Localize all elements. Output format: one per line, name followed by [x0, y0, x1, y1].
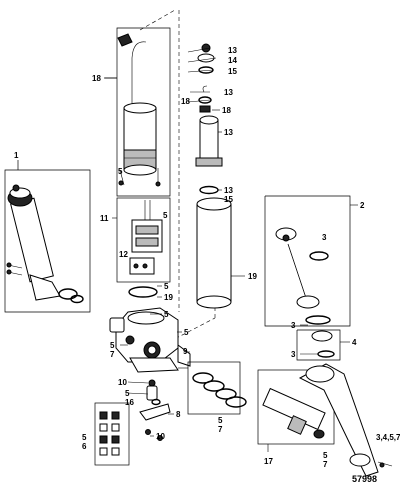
callout-19-ring: 19	[164, 293, 173, 302]
trim-cylinder-icon	[6, 184, 84, 304]
callout-3-ring: 3	[322, 233, 327, 242]
group-box-2	[264, 195, 358, 327]
callout-15-top: 15	[228, 67, 237, 76]
callout-13-lower: 13	[224, 186, 233, 195]
callout-5-manifold-top: 5	[164, 310, 169, 319]
callout-line: 16	[125, 398, 134, 407]
reservoir-icon	[196, 197, 232, 309]
callout-line: 7	[323, 460, 328, 469]
callout-3-4-5-7: 3,4,5,7	[376, 433, 400, 442]
callout-10-lower: 10	[156, 432, 165, 441]
callout-14: 14	[228, 56, 237, 65]
callout-19-reservoir: 19	[248, 272, 257, 281]
manifold-icon	[109, 286, 191, 373]
callout-line: 6	[82, 442, 87, 451]
group-box-4	[296, 329, 341, 361]
tilt-cylinder-icon	[262, 387, 326, 439]
callout-3-lower: 3	[291, 350, 296, 359]
callout-13-cap: 13	[228, 46, 237, 55]
callout-5-base: 5	[164, 282, 169, 291]
callout-3-upper: 3	[291, 321, 296, 330]
callout-13-tube: 13	[224, 128, 233, 137]
callout-9: 9	[183, 347, 188, 356]
callout-15-lower: 15	[224, 195, 233, 204]
valve-icons	[139, 379, 171, 441]
callout-18-motor: 18	[92, 74, 101, 83]
callout-11: 11	[100, 214, 109, 223]
callout-5-pump: 5	[163, 211, 168, 220]
seal-kit-icon	[94, 402, 130, 466]
reference-number: 57998	[352, 474, 377, 484]
pump-motor-icon	[117, 33, 161, 187]
ram-icon	[275, 227, 329, 309]
ring-set-icon	[305, 315, 335, 358]
callout-1: 1	[14, 151, 19, 160]
pump-icon	[129, 200, 163, 275]
callout-13-second: 13	[224, 88, 233, 97]
callout-17: 17	[264, 457, 273, 466]
group-box-1	[4, 160, 91, 313]
callout-5-motor: 5	[118, 167, 123, 176]
callout-8: 8	[176, 410, 181, 419]
callout-18-pin: 18	[181, 97, 190, 106]
fill-cap-icon	[195, 43, 223, 195]
leader-lines	[105, 47, 350, 452]
callout-line: 7	[218, 425, 223, 434]
callout-4: 4	[352, 338, 357, 347]
group-box-11	[112, 197, 171, 283]
callout-12: 12	[119, 250, 128, 259]
callout-2: 2	[360, 201, 365, 210]
callout-18-plug: 18	[222, 106, 231, 115]
tilt-arm-icon	[298, 363, 393, 477]
callout-line: 7	[110, 350, 115, 359]
o-ring-icon	[178, 361, 247, 415]
callout-labels: 1 18 13 14 15 13 18 18 13 13 15 5 11 5 1…	[14, 46, 400, 469]
callout-10-upper: 10	[118, 378, 127, 387]
callout-5-manifold-side: 5	[184, 328, 189, 337]
